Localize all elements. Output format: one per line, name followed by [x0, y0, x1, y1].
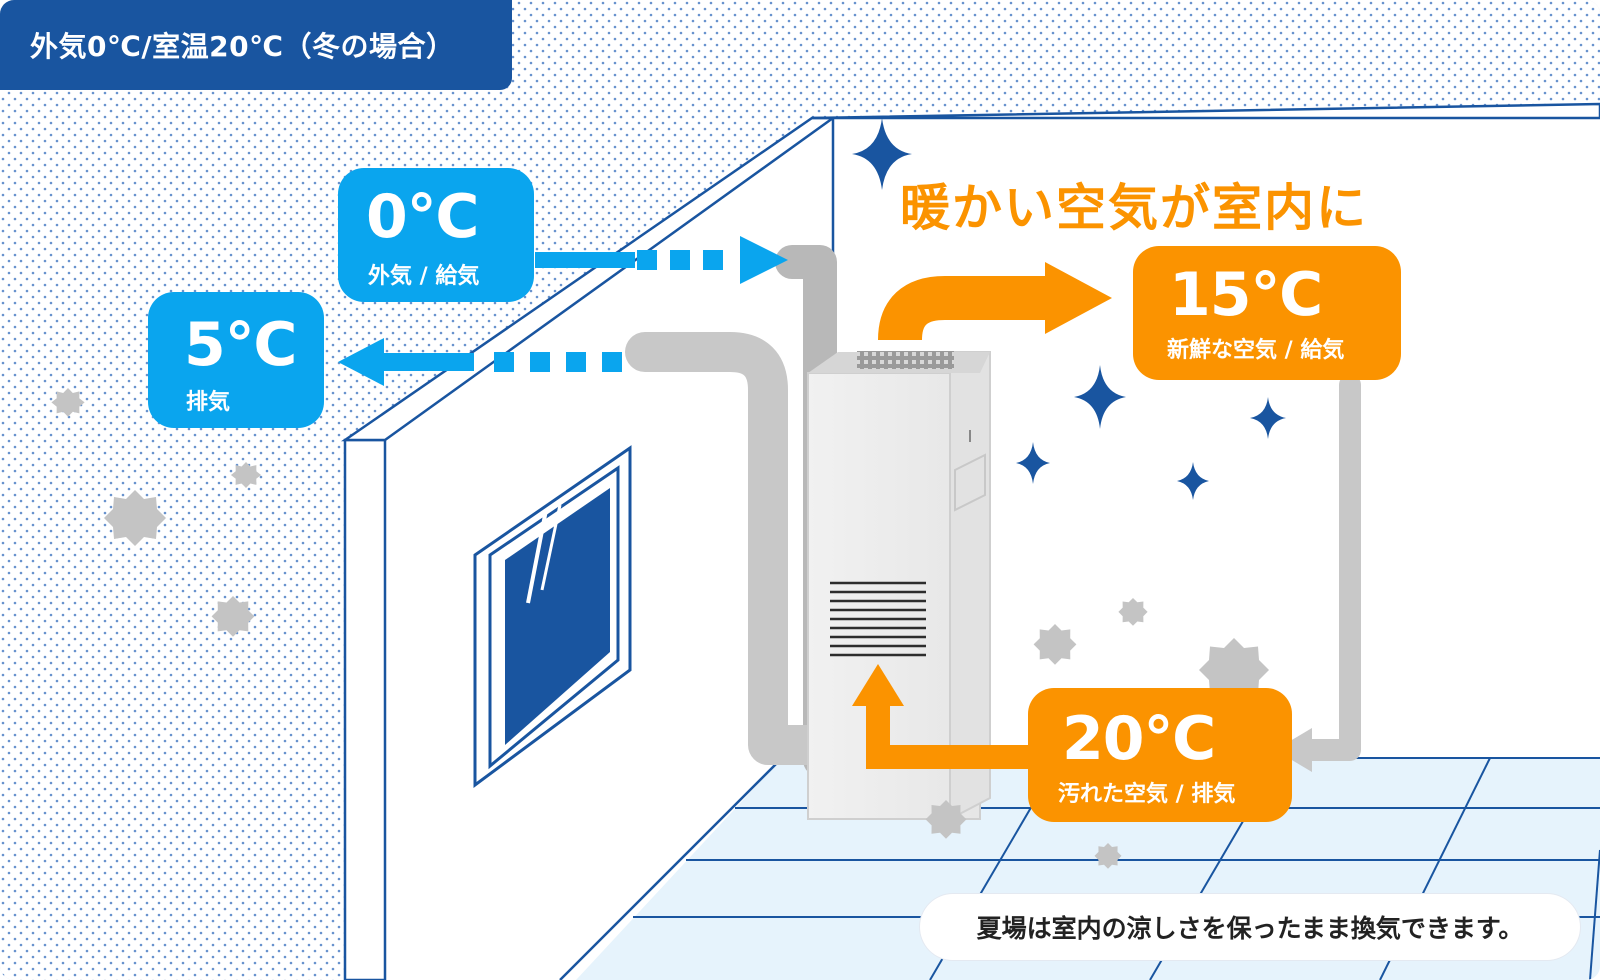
- warm-air-arrowhead: [1045, 262, 1112, 334]
- exhaust-out-box: 5℃ 排気: [148, 292, 324, 428]
- dust-particle-icon: [925, 800, 967, 839]
- duct-return-arrowhead: [1275, 728, 1312, 772]
- header-title: 外気0℃/室温20℃（冬の場合）: [30, 30, 455, 63]
- fresh-supply-temp: 15℃: [1169, 260, 1323, 330]
- sparkle-icon: [1016, 442, 1050, 484]
- intake-dash-arrow: [535, 236, 788, 284]
- outside-supply-label: 外気 / 給気: [368, 264, 480, 289]
- summer-note: 夏場は室内の涼しさを保ったまま換気できます。: [920, 894, 1580, 960]
- dirty-exhaust-box: 20℃ 汚れた空気 / 排気: [1028, 688, 1292, 822]
- exhaust-out-label: 排気: [186, 390, 231, 415]
- fresh-supply-box: 15℃ 新鮮な空気 / 給気: [1133, 246, 1401, 380]
- sparkle-icons: [852, 118, 1286, 500]
- floor-edge-line: [559, 757, 783, 980]
- headline: 暖かい空気が室内に: [900, 179, 1368, 237]
- return-air-flow-arrow: [866, 706, 1040, 769]
- dust-particle-icon: [1118, 598, 1148, 626]
- dirty-exhaust-label: 汚れた空気 / 排気: [1058, 782, 1236, 807]
- exhaust-dash-arrow: [338, 338, 622, 386]
- dirty-exhaust-temp: 20℃: [1062, 704, 1216, 774]
- dust-particle-icon: [1199, 638, 1269, 702]
- dust-particle-icon: [104, 490, 166, 546]
- sparkle-icon: [1250, 397, 1286, 439]
- return-air-arrowhead: [852, 664, 904, 706]
- dust-particle-icon: [230, 462, 262, 488]
- summer-note-text: 夏場は室内の涼しさを保ったまま換気できます。: [976, 914, 1524, 943]
- window: [473, 445, 632, 788]
- warm-air-flow-arrow: [878, 276, 1045, 342]
- dust-particles: [51, 388, 1269, 869]
- exhaust-out-temp: 5℃: [184, 310, 297, 380]
- header-tab: 外気0℃/室温20℃（冬の場合）: [0, 0, 512, 90]
- dust-particle-icon: [51, 388, 85, 417]
- dust-particle-icon: [211, 596, 255, 637]
- sparkle-icon: [1074, 365, 1126, 429]
- sparkle-icon: [852, 118, 912, 190]
- dust-particle-icon: [1094, 843, 1122, 869]
- sparkle-icon: [1177, 462, 1209, 500]
- fresh-supply-label: 新鮮な空気 / 給気: [1167, 338, 1345, 363]
- outside-supply-box: 0℃ 外気 / 給気: [338, 168, 534, 302]
- ventilation-unit: [807, 351, 991, 821]
- dust-particle-icon: [1033, 624, 1077, 665]
- outside-supply-temp: 0℃: [366, 182, 479, 252]
